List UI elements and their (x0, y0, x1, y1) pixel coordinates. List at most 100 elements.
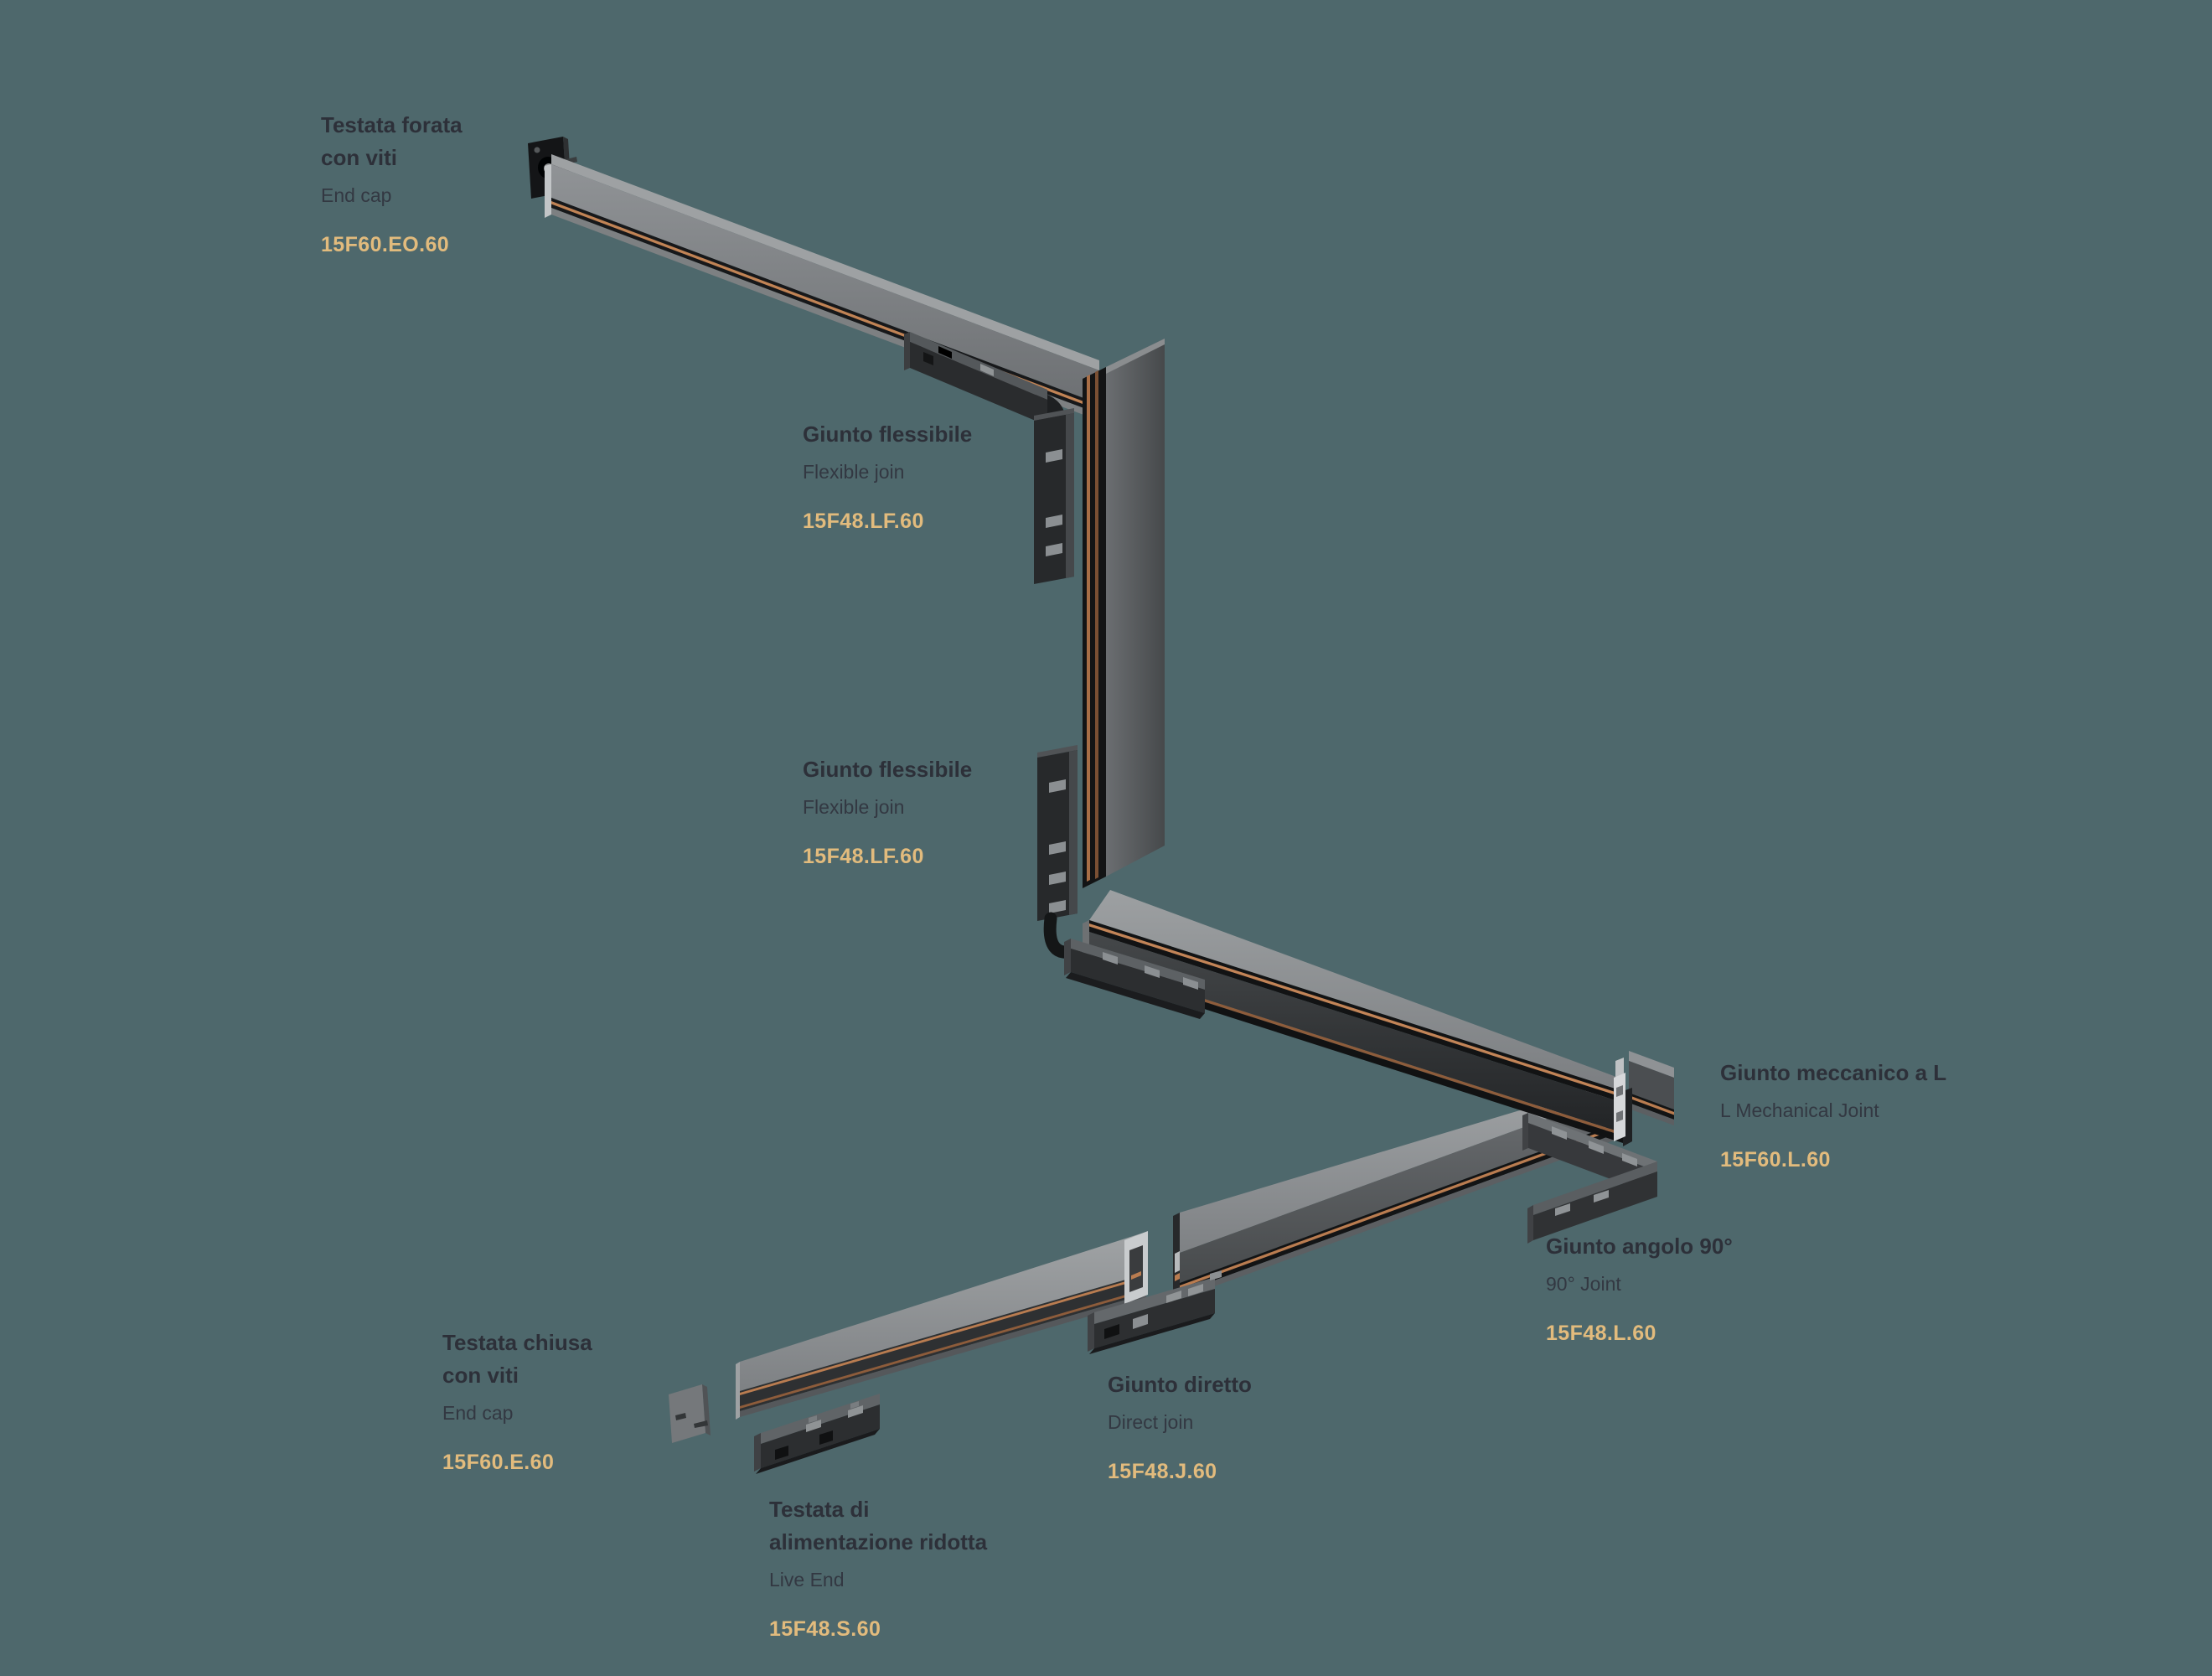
track-top-topface (551, 154, 1099, 370)
corner-joint-armL-clip-2 (1594, 1190, 1609, 1203)
track-vertical-top-edge (1106, 339, 1165, 374)
label-title: Giunto angolo 90° (1546, 1230, 1733, 1263)
label-subtitle: Flexible join (803, 796, 905, 818)
direct-join-skirt (1089, 1313, 1215, 1354)
track-corner-upper-topface (1089, 890, 1623, 1091)
label-title: Giunto diretto (1108, 1368, 1252, 1401)
label-testata-alimentazione: Testata di alimentazione ridotta Live En… (769, 1493, 987, 1642)
label-product-code: 15F48.L.60 (1546, 1322, 1656, 1345)
label-title-line1: Testata chiusa (442, 1330, 592, 1355)
flexible-joint-lower-bar-edge (1069, 750, 1078, 915)
label-giunto-angolo-90: Giunto angolo 90° 90° Joint 15F48.L.60 (1546, 1230, 1733, 1346)
end-cap-closed-side (702, 1384, 711, 1435)
label-product-code: 15F60.E.60 (442, 1451, 555, 1474)
label-subtitle: End cap (442, 1402, 514, 1424)
track-corner-lower-end-profile (1175, 1251, 1180, 1273)
live-end-topband (761, 1394, 880, 1444)
live-end-slot-2 (819, 1430, 833, 1445)
receiver-clip-1 (1103, 952, 1118, 965)
live-end-tab-2 (850, 1401, 859, 1409)
label-product-code: 15F48.LF.60 (803, 845, 924, 868)
receiver-body (1071, 949, 1205, 1013)
label-giunto-flessibile-1: Giunto flessibile Flexible join 15F48.LF… (803, 418, 972, 534)
flexible-joint-receiver (1064, 939, 1205, 1019)
flexible-joint-upper-body (910, 342, 1047, 426)
label-title: Testata di alimentazione ridotta (769, 1493, 987, 1559)
live-end-clip-1 (806, 1420, 821, 1432)
end-cap-screw-top (534, 147, 540, 153)
end-cap-closed (669, 1384, 711, 1443)
label-title: Testata forata con viti (321, 109, 463, 174)
label-title-line2: con viti (321, 145, 398, 170)
track-vertical (1083, 339, 1165, 888)
l-joint-silver-notch-2 (1616, 1110, 1623, 1122)
direct-join-slot-1 (1104, 1324, 1119, 1339)
direct-join-topband (1094, 1277, 1215, 1324)
flexible-joint-upper-bar (1034, 413, 1074, 584)
flexible-joint-lower-clip-4 (1049, 900, 1066, 913)
l-joint-stub-face (1629, 1061, 1674, 1110)
label-subtitle: Live End (769, 1569, 845, 1591)
flexible-joint-upper-clip-2 (980, 364, 994, 376)
l-joint-silver-bracket (1614, 1073, 1625, 1141)
direct-join-tab (1210, 1270, 1222, 1280)
label-testata-forata: Testata forata con viti End cap 15F60.EO… (321, 109, 463, 257)
track-vertical-face (1106, 339, 1165, 877)
label-title-line1: Giunto diretto (1108, 1372, 1252, 1397)
track-top-end-face (545, 164, 551, 218)
label-product-code: 15F60.EO.60 (321, 233, 450, 256)
end-cap-closed-pin-1 (675, 1413, 686, 1420)
label-title: Giunto meccanico a L (1720, 1057, 1946, 1089)
flexible-joint-upper-bar-clip-1 (1046, 449, 1062, 463)
flexible-joint-upper-slot (923, 352, 933, 365)
label-title-line2: con viti (442, 1363, 519, 1388)
receiver-topband (1071, 939, 1205, 990)
flexible-joint-upper-end (904, 332, 910, 370)
track-bottom-copper-bottom (740, 1289, 1146, 1409)
flexible-joint-lower-clip-1 (1049, 779, 1066, 793)
label-title: Giunto flessibile (803, 418, 972, 451)
label-title: Testata chiusa con viti (442, 1327, 592, 1392)
track-corner-upper-face (1089, 932, 1623, 1133)
flexible-joint-upper-bar-top (1034, 408, 1074, 421)
live-end (754, 1394, 880, 1474)
label-subtitle: Flexible join (803, 461, 905, 483)
corner-joint-armL-end (1527, 1205, 1533, 1244)
direct-join-clip-3 (1133, 1314, 1148, 1329)
label-subtitle: Direct join (1108, 1411, 1194, 1433)
live-end-clip-2 (848, 1405, 863, 1418)
track-corner-lower (1173, 1079, 1623, 1302)
flexible-joint-lower (1037, 745, 1083, 959)
label-giunto-diretto: Giunto diretto Direct join 15F48.J.60 (1108, 1368, 1252, 1484)
track-top-face (551, 164, 1099, 404)
corner-joint-armL-clip-1 (1555, 1203, 1570, 1216)
track-corner-lower-topface (1180, 1079, 1623, 1253)
track-bottom-lip (740, 1294, 1146, 1417)
label-subtitle: 90° Joint (1546, 1273, 1621, 1295)
label-product-code: 15F48.S.60 (769, 1617, 881, 1641)
receiver-clip-2 (1145, 965, 1160, 978)
live-end-end (754, 1433, 761, 1472)
flexible-joint-upper-bar-clip-3 (1046, 543, 1062, 556)
flexible-joint-upper-bar-edge (1066, 413, 1074, 578)
flexible-joint-lower-bar (1037, 750, 1078, 921)
corner-joint-armL-face (1533, 1172, 1657, 1240)
corner-joint-armU-clip-3 (1622, 1153, 1637, 1166)
label-subtitle: L Mechanical Joint (1720, 1099, 1879, 1121)
corner-joint-armU-clip-2 (1589, 1141, 1604, 1154)
end-cap-closed-pin-2 (694, 1420, 708, 1428)
track-bottom-left-end (736, 1362, 740, 1420)
track-bottom-copper-top (740, 1275, 1146, 1395)
label-subtitle: End cap (321, 184, 392, 206)
track-bottom-right-end-copper (1131, 1271, 1141, 1280)
direct-join-end (1088, 1312, 1094, 1352)
l-joint-silver-tab (1615, 1058, 1624, 1078)
track-vertical-copper-2 (1095, 370, 1098, 879)
flexible-joint-upper-clip-1 (938, 346, 952, 359)
direct-join-body (1094, 1289, 1215, 1348)
label-testata-chiusa: Testata chiusa con viti End cap 15F60.E.… (442, 1327, 592, 1475)
live-end-slot-1 (775, 1446, 788, 1460)
direct-join-clip-2 (1188, 1284, 1203, 1296)
